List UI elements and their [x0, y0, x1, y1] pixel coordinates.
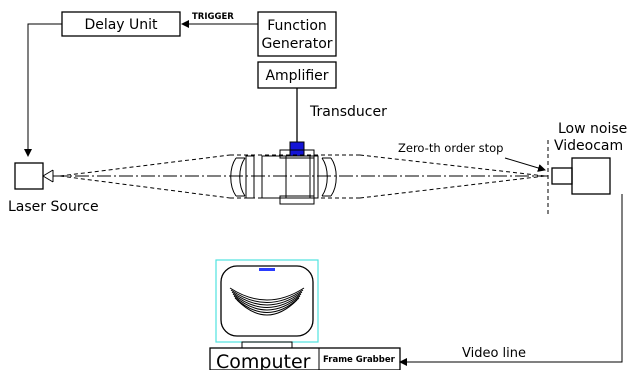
function-generator-label-2: Generator: [261, 36, 332, 52]
videocam: Low noise Videocam: [551, 121, 627, 195]
video-line: [399, 194, 623, 366]
delay-unit-label: Delay Unit: [84, 17, 158, 33]
delay-to-laser-line: [24, 23, 62, 157]
video-line-label: Video line: [462, 346, 526, 361]
amplifier-label: Amplifier: [265, 68, 328, 84]
monitor-stand: [241, 341, 293, 349]
monitor: [215, 259, 319, 349]
laser-source-label: Laser Source: [8, 199, 99, 215]
trigger-label: TRIGGER: [192, 12, 234, 22]
delay-unit: Delay Unit: [61, 11, 181, 37]
function-generator-label-1: Function: [267, 18, 327, 34]
diffraction-arcs: [229, 287, 305, 316]
laser-source: Laser Source: [8, 162, 99, 215]
zero-order-stop-pointer: [504, 157, 546, 172]
monitor-frame: [215, 259, 319, 343]
frame-grabber-label: Frame Grabber: [323, 355, 396, 365]
videocam-label-2: Videocam: [554, 138, 623, 154]
videocam-label-1: Low noise: [558, 121, 627, 137]
transducer-label: Transducer: [309, 104, 387, 120]
transducer-block: [289, 141, 305, 157]
amplifier: Amplifier: [257, 61, 337, 89]
right-lens: [321, 157, 337, 197]
monitor-screen: [220, 265, 314, 337]
zero-order-stop-label: Zero-th order stop: [398, 141, 503, 155]
computer-label: Computer: [216, 351, 311, 370]
function-generator: Function Generator: [257, 11, 337, 57]
computer: Computer Frame Grabber: [209, 347, 401, 370]
left-lens: [230, 157, 246, 197]
acousto-optic-cell: [245, 149, 319, 205]
screen-marker: [259, 268, 275, 271]
